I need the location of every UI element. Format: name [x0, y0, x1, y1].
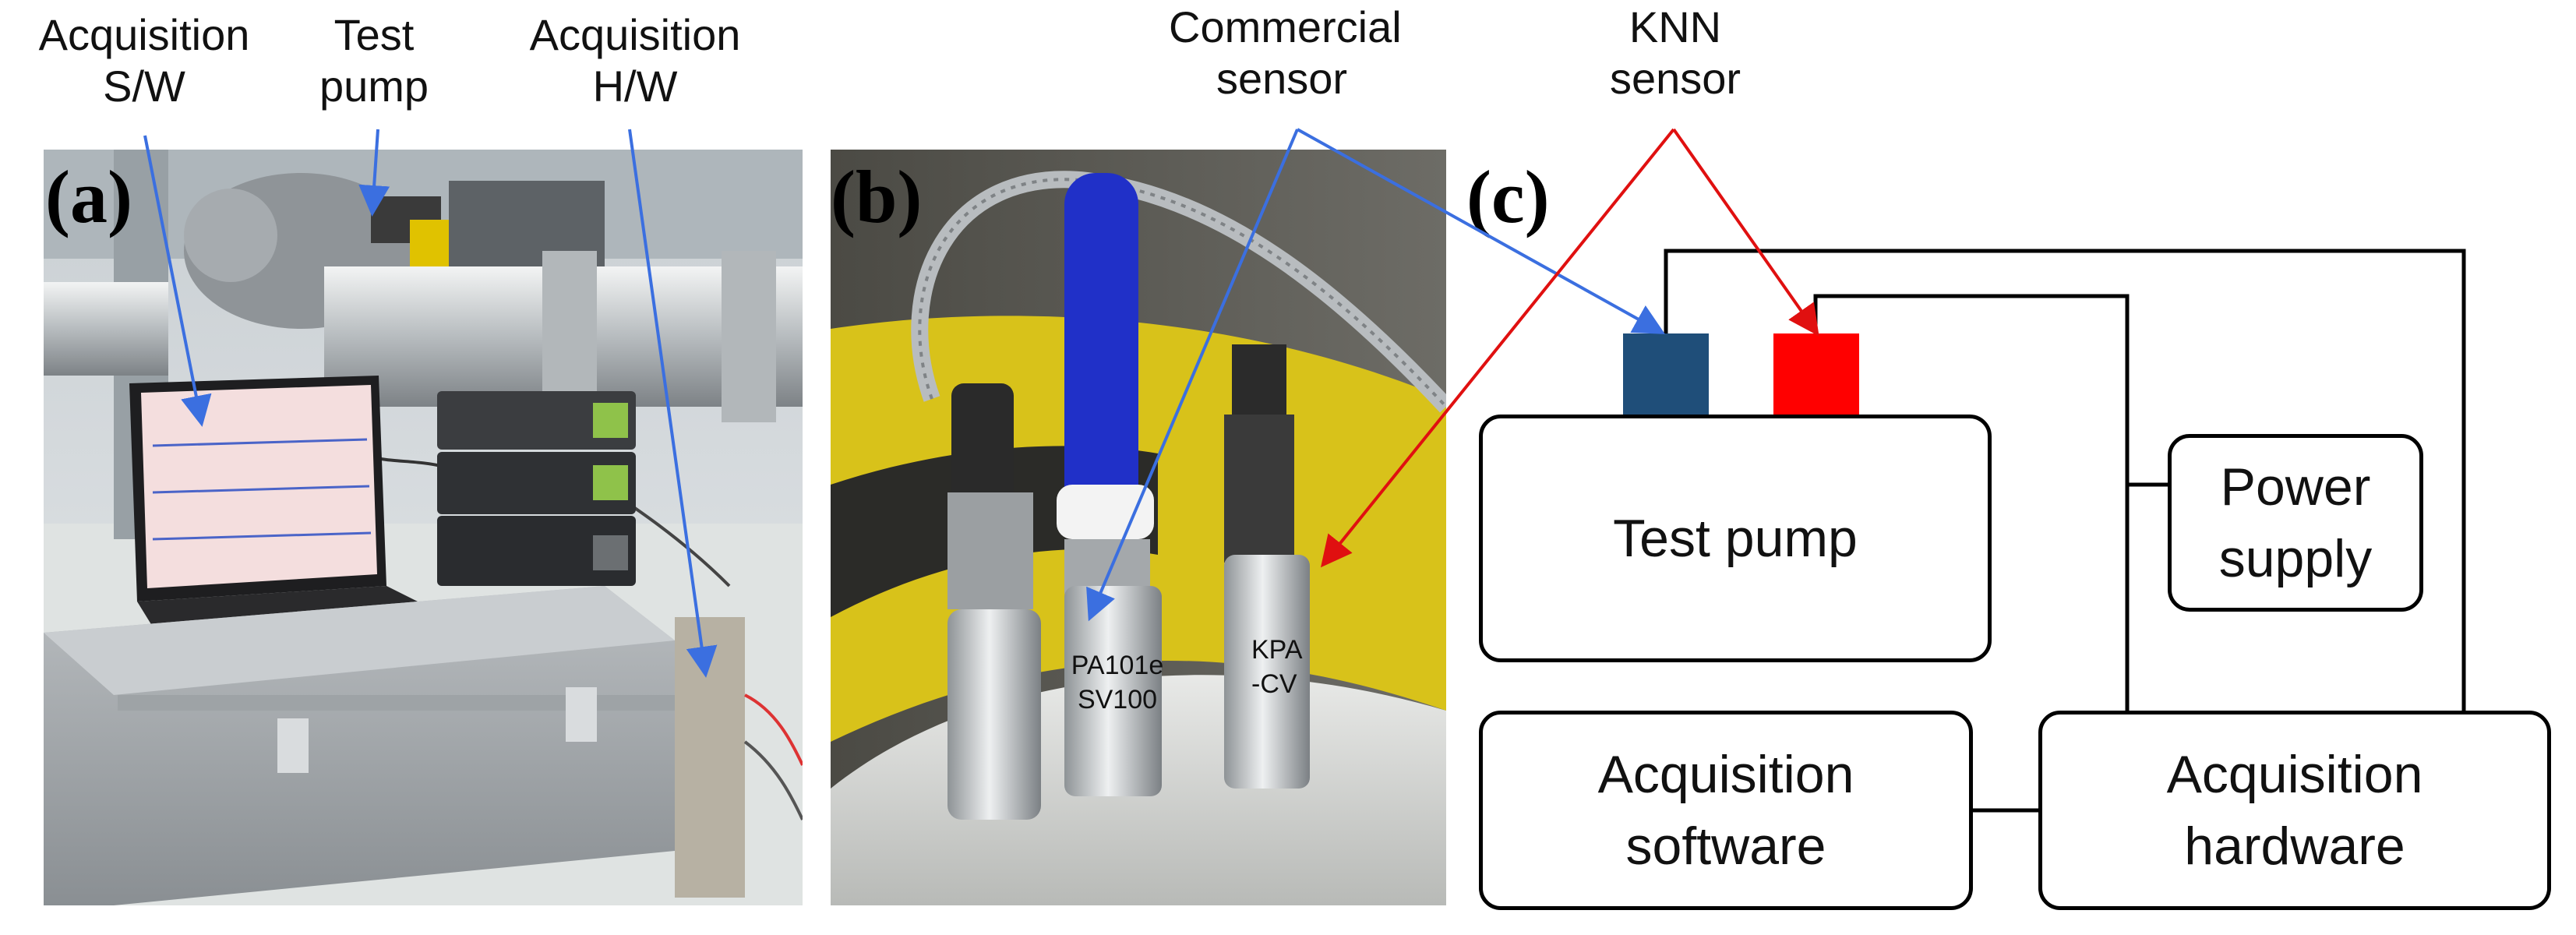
acquisition-software-box: Acquisition software	[1479, 711, 1973, 910]
sensor-text-right-line1: KPA	[1251, 635, 1303, 665]
label-acquisition-sw-line1: Acquisition	[38, 10, 250, 59]
photo-test-setup	[44, 150, 803, 905]
label-test-pump: Test pump	[296, 9, 452, 112]
sensor-text-left-line2: SV100	[1077, 685, 1158, 714]
label-test-pump-line1: Test	[333, 10, 415, 59]
label-knn-sensor: KNN sensor	[1574, 2, 1777, 104]
label-commercial-sensor-line2: sensor	[1216, 54, 1348, 103]
acquisition-hardware-line1: Acquisition	[2166, 745, 2423, 804]
acquisition-hardware-line2: hardware	[2184, 817, 2405, 876]
power-supply-box: Power supply	[2168, 434, 2423, 612]
test-pump-box: Test pump	[1479, 415, 1992, 662]
sensor-text-left-line1: PA101e	[1071, 651, 1164, 680]
label-knn-sensor-line2: sensor	[1609, 54, 1741, 103]
panel-label-c: (c)	[1466, 155, 1550, 238]
label-commercial-sensor-line1: Commercial	[1169, 2, 1402, 51]
label-acquisition-hw-line2: H/W	[592, 62, 678, 111]
label-acquisition-hw: Acquisition H/W	[506, 9, 764, 112]
label-acquisition-sw: Acquisition S/W	[16, 9, 273, 112]
arrow-knn-diagram	[1672, 128, 1819, 337]
sensor-text-right: KPA -CV	[1251, 633, 1322, 701]
power-supply-line1: Power	[2220, 457, 2371, 517]
power-supply-line2: supply	[2218, 529, 2373, 588]
label-acquisition-sw-line2: S/W	[103, 62, 185, 111]
panel-label-a: (a)	[45, 155, 132, 238]
label-test-pump-line2: pump	[319, 62, 429, 111]
photo-sensors-closeup: PA101e SV100 KPA -CV	[831, 150, 1446, 905]
acquisition-software-line1: Acquisition	[1597, 745, 1854, 804]
label-knn-sensor-line1: KNN	[1629, 2, 1722, 51]
photo-test-setup-illustration	[44, 150, 803, 905]
test-pump-box-label: Test pump	[1613, 509, 1858, 568]
knn-sensor-block	[1773, 333, 1859, 415]
photo-sensors-illustration	[831, 150, 1446, 905]
acquisition-software-line2: software	[1625, 817, 1826, 876]
sensor-text-left: PA101e SV100	[1071, 648, 1164, 717]
panel-label-b: (b)	[831, 155, 923, 238]
acquisition-hardware-box: Acquisition hardware	[2038, 711, 2551, 910]
sensor-text-right-line2: -CV	[1251, 669, 1297, 699]
label-commercial-sensor: Commercial sensor	[1169, 2, 1402, 104]
commercial-sensor-block	[1623, 333, 1709, 415]
label-acquisition-hw-line1: Acquisition	[529, 10, 741, 59]
